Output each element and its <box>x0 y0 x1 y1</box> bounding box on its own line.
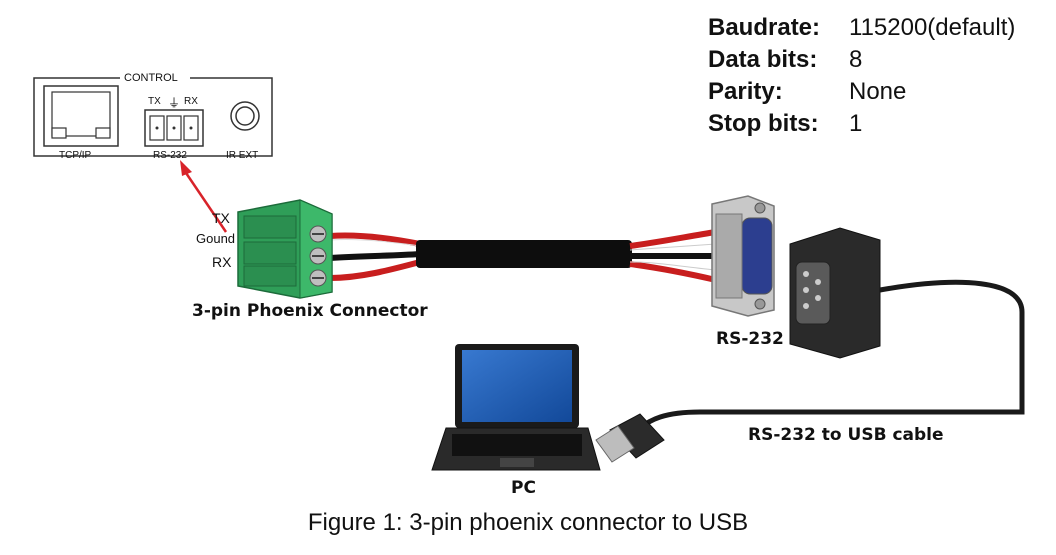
db9-male-connector <box>638 227 1025 430</box>
setting-value: 8 <box>849 46 863 73</box>
pin-label-tx: TX <box>148 96 161 107</box>
figure-caption: Figure 1: 3-pin phoenix connector to USB <box>307 509 749 536</box>
setting-stop-bits: Stop bits: 1 <box>708 108 1015 140</box>
phoenix-connector <box>237 199 333 299</box>
control-title: CONTROL <box>124 72 178 84</box>
serial-settings: Baudrate: 115200(default) Data bits: 8 P… <box>708 12 1015 140</box>
phoenix-pin-tx: TX <box>212 210 230 226</box>
pc-label: PC <box>511 478 536 498</box>
ground-icon: ⏚ <box>168 96 181 110</box>
setting-value: 1 <box>849 110 863 137</box>
setting-key: Data bits: <box>708 46 818 73</box>
setting-baudrate: Baudrate: 115200(default) <box>708 12 1015 44</box>
port-label-irext: IR EXT <box>226 150 259 161</box>
setting-value: 115200(default) <box>849 14 1016 41</box>
port-label-tcpip: TCP/IP <box>59 150 92 161</box>
control-panel <box>33 77 273 157</box>
port-label-rs232: RS-232 <box>153 150 187 161</box>
pointer-arrow <box>180 160 228 233</box>
setting-key: Baudrate: <box>708 14 821 41</box>
phoenix-pin-ground: Gound <box>196 231 236 246</box>
setting-value: None <box>849 78 907 105</box>
usb-plug <box>595 413 665 463</box>
phoenix-pin-rx: RX <box>212 254 232 270</box>
cable-jacket <box>416 240 632 268</box>
setting-key: Stop bits: <box>708 110 819 137</box>
laptop-pc <box>431 344 601 471</box>
pin-label-rx: RX <box>184 96 198 107</box>
usb-cable-label: RS-232 to USB cable <box>748 425 944 445</box>
setting-key: Parity: <box>708 78 783 105</box>
db9-label: RS-232 <box>716 329 784 349</box>
phoenix-connector-label: 3-pin Phoenix Connector <box>192 301 428 321</box>
cable <box>329 229 717 283</box>
setting-parity: Parity: None <box>708 76 1015 108</box>
db9-female-connector <box>711 195 775 317</box>
setting-data-bits: Data bits: 8 <box>708 44 1015 76</box>
